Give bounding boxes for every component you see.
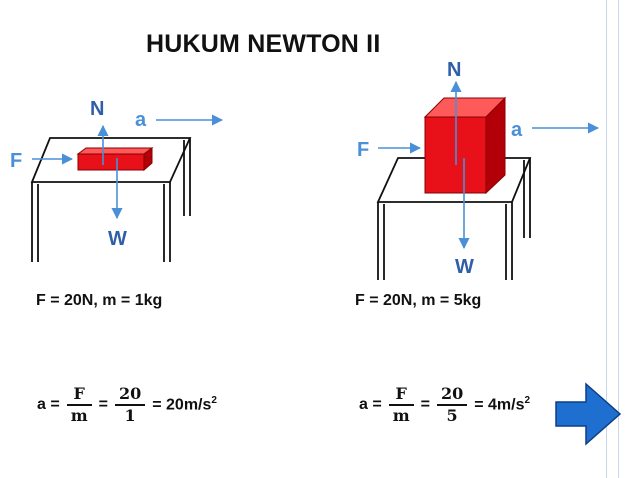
left-frac1-denominator: m [70, 405, 88, 425]
right-given-values: F = 20N, m = 5kg [355, 292, 482, 309]
arrow-right-icon [555, 382, 622, 446]
page-title: HUKUM NEWTON II [146, 30, 381, 58]
left-label-force: F [10, 150, 22, 172]
fraction-bar [66, 404, 92, 406]
left-label-weight: W [108, 228, 127, 250]
fraction-bar [436, 404, 468, 406]
left-fraction-numeric: 20 1 [114, 384, 146, 426]
right-frac1-numerator: F [395, 384, 407, 404]
right-label-force: F [357, 139, 369, 161]
left-given-values: F = 20N, m = 1kg [36, 292, 163, 309]
right-formula-result: = 4m/s2 [474, 395, 530, 414]
right-label-weight: W [455, 256, 474, 278]
left-label-accel: a [135, 109, 147, 131]
left-block [76, 147, 154, 172]
left-frac2-denominator: 1 [124, 405, 136, 425]
fraction-bar [114, 404, 146, 406]
slide-border-right [618, 0, 619, 478]
left-formula-lhs: a = [37, 396, 60, 413]
right-result-exponent: 2 [524, 395, 531, 407]
left-formula: a = F m = 20 1 = 20m/s2 [36, 380, 218, 430]
left-result-text: = 20m/s [152, 396, 212, 414]
right-result-text: = 4m/s [474, 396, 525, 414]
right-label-accel: a [511, 119, 523, 141]
left-label-normal: N [90, 98, 104, 120]
right-formula-equals: = [420, 396, 430, 413]
right-fraction-numeric: 20 5 [436, 384, 468, 426]
next-slide-button[interactable] [552, 378, 624, 450]
left-formula-equals: = [98, 396, 108, 413]
fraction-bar [388, 404, 414, 406]
left-fraction-symbolic: F m [66, 384, 92, 426]
left-formula-result: = 20m/s2 [152, 395, 217, 414]
right-label-normal: N [447, 59, 461, 81]
slide-border-left [606, 0, 607, 478]
right-block [423, 96, 507, 195]
left-frac2-numerator: 20 [118, 384, 142, 404]
right-fraction-symbolic: F m [388, 384, 414, 426]
right-frac2-numerator: 20 [440, 384, 464, 404]
right-frac2-denominator: 5 [446, 405, 458, 425]
left-frac1-numerator: F [73, 384, 85, 404]
right-formula-lhs: a = [359, 396, 382, 413]
left-result-exponent: 2 [211, 395, 217, 407]
right-formula: a = F m = 20 5 = 4m/s2 [358, 380, 531, 430]
right-frac1-denominator: m [392, 405, 410, 425]
